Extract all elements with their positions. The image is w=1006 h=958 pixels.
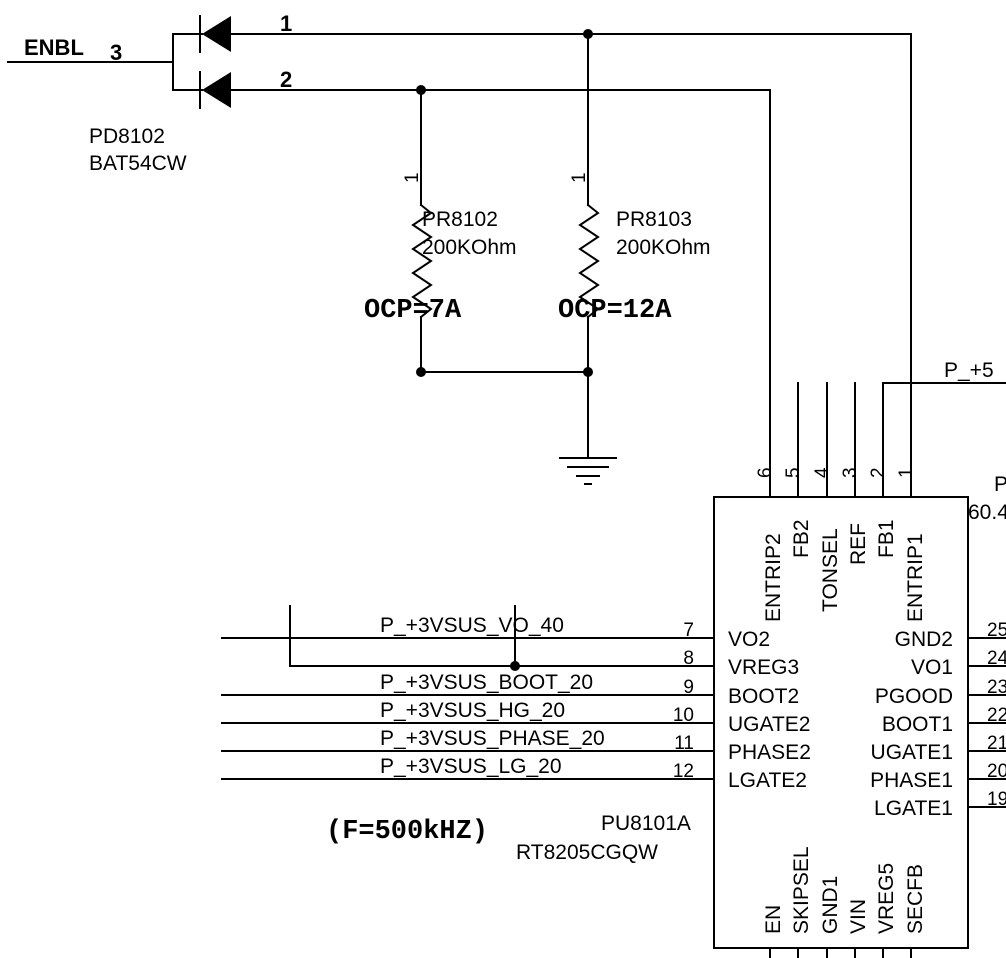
partial-label-60: 60.4 xyxy=(968,501,1006,524)
ic-left-pins: P_+3VSUS_VO_40 P_+3VSUS_BOOT_20 P_+3VSUS… xyxy=(221,605,811,792)
ic-pin-ref: REF xyxy=(847,523,870,565)
ic-pin-5-number: 5 xyxy=(783,467,804,478)
ic-bottom-pins: EN SKIPSEL GND1 VIN VREG5 SECFB xyxy=(762,846,927,958)
ic-pin-24-number: 24 xyxy=(987,648,1006,669)
ic-pin-23-number: 23 xyxy=(987,677,1006,698)
pr8103-value: 200KOhm xyxy=(616,236,711,259)
ic-pin-entrip1: ENTRIP1 xyxy=(904,533,927,622)
resistor-pr8103: 1 PR8103 200KOhm OCP=12A xyxy=(558,33,711,459)
pr8103-ref: PR8103 xyxy=(616,208,692,231)
diode-pd8102: 1 2 PD8102 BAT54CW xyxy=(89,11,292,175)
enbl-net: ENBL 3 xyxy=(7,35,174,65)
pr8103-pin-1: 1 xyxy=(569,172,590,183)
ic-pin-pgood: PGOOD xyxy=(875,685,953,708)
net-lg-20: P_+3VSUS_LG_20 xyxy=(380,755,562,778)
frequency-note: (F=500kHZ) xyxy=(326,817,488,847)
diode-pin-1: 1 xyxy=(280,11,292,36)
ic-pin-20-number: 20 xyxy=(987,761,1006,782)
ic-top-pins: 6 5 4 3 2 1 ENTRIP2 FB2 TONSEL REF FB1 E… xyxy=(755,467,927,622)
ic-pin-vo1: VO1 xyxy=(911,656,953,679)
diode-1-symbol xyxy=(202,16,231,52)
ic-pin-12-number: 12 xyxy=(673,761,694,782)
ic-pin-lgate1: LGATE1 xyxy=(874,797,953,820)
ic-pin-4-number: 4 xyxy=(812,467,833,478)
pr8102-ocp-note: OCP=7A xyxy=(364,296,462,326)
ic-pin-3-number: 3 xyxy=(840,467,861,478)
ic-pin-22-number: 22 xyxy=(987,705,1006,726)
p5v-net-label: P_+5 xyxy=(944,359,994,382)
ic-pin-9-number: 9 xyxy=(683,677,694,698)
ic-pin-7-number: 7 xyxy=(683,620,694,641)
enbl-pin-number: 3 xyxy=(110,40,122,65)
ic-pin-lgate2: LGATE2 xyxy=(728,769,807,792)
ic-pin-vreg3: VREG3 xyxy=(728,656,799,679)
ic-ref: PU8101A xyxy=(601,812,691,835)
ic-pin-19-number: 19 xyxy=(987,789,1006,810)
ic-pin-phase1: PHASE1 xyxy=(870,769,953,792)
ground-icon xyxy=(559,457,617,485)
ic-pin-6-number: 6 xyxy=(755,467,776,478)
ic-pin-en: EN xyxy=(762,905,785,934)
enbl-label: ENBL xyxy=(24,35,84,60)
ic-pin-vo2: VO2 xyxy=(728,628,770,651)
partial-labels: P 60.4 xyxy=(968,473,1006,524)
ic-top-pin-wires: P_+5 xyxy=(797,359,1006,498)
pr8102-pin-1: 1 xyxy=(402,172,423,183)
net-hg-20: P_+3VSUS_HG_20 xyxy=(380,699,565,722)
resistor-pr8102: 1 PR8102 200KOhm OCP=7A xyxy=(364,89,517,373)
ic-pin-fb1: FB1 xyxy=(875,519,898,558)
diode-2-symbol xyxy=(202,72,231,108)
diode-part: BAT54CW xyxy=(89,152,187,175)
ic-pin-1-number: 1 xyxy=(896,467,917,478)
ic-pin-2-number: 2 xyxy=(868,467,889,478)
partial-label-p: P xyxy=(994,473,1006,496)
pr8102-value: 200KOhm xyxy=(422,236,517,259)
ic-pin-10-number: 10 xyxy=(673,705,694,726)
ic-pin-21-number: 21 xyxy=(987,733,1006,754)
ic-labels: PU8101A RT8205CGQW (F=500kHZ) xyxy=(326,812,691,864)
ground-network xyxy=(416,367,617,485)
ic-pin-fb2: FB2 xyxy=(790,519,813,558)
ic-pin-8-number: 8 xyxy=(683,648,694,669)
ic-pin-ugate1: UGATE1 xyxy=(871,741,953,764)
ic-pin-11-number: 11 xyxy=(674,733,694,754)
ic-pin-boot2: BOOT2 xyxy=(728,685,799,708)
ic-pin-entrip2: ENTRIP2 xyxy=(762,533,785,622)
diode-ref: PD8102 xyxy=(89,125,165,148)
entrip-wires xyxy=(230,29,912,498)
pr8103-ocp-note: OCP=12A xyxy=(558,296,672,326)
ic-pin-skipsel: SKIPSEL xyxy=(790,846,813,934)
ic-pin-25-number: 25 xyxy=(987,620,1006,641)
ic-pin-secfb: SECFB xyxy=(904,864,927,934)
ic-pin-phase2: PHASE2 xyxy=(728,741,811,764)
ic-pin-boot1: BOOT1 xyxy=(882,713,953,736)
net-boot-20: P_+3VSUS_BOOT_20 xyxy=(380,671,593,694)
pr8102-ref: PR8102 xyxy=(422,208,498,231)
ic-pin-ugate2: UGATE2 xyxy=(728,713,810,736)
net-vo-40: P_+3VSUS_VO_40 xyxy=(380,614,564,637)
ic-pin-gnd2: GND2 xyxy=(895,628,953,651)
net-phase-20: P_+3VSUS_PHASE_20 xyxy=(380,727,605,750)
ic-right-pins: GND2 VO1 PGOOD BOOT1 UGATE1 PHASE1 LGATE… xyxy=(870,620,1006,820)
ic-pin-vreg5: VREG5 xyxy=(875,863,898,934)
ic-part: RT8205CGQW xyxy=(516,841,658,864)
ic-pin-gnd1: GND1 xyxy=(819,876,842,934)
ic-pin-vin: VIN xyxy=(847,899,870,934)
ic-pin-tonsel: TONSEL xyxy=(819,528,842,612)
diode-pin-2: 2 xyxy=(280,67,292,92)
